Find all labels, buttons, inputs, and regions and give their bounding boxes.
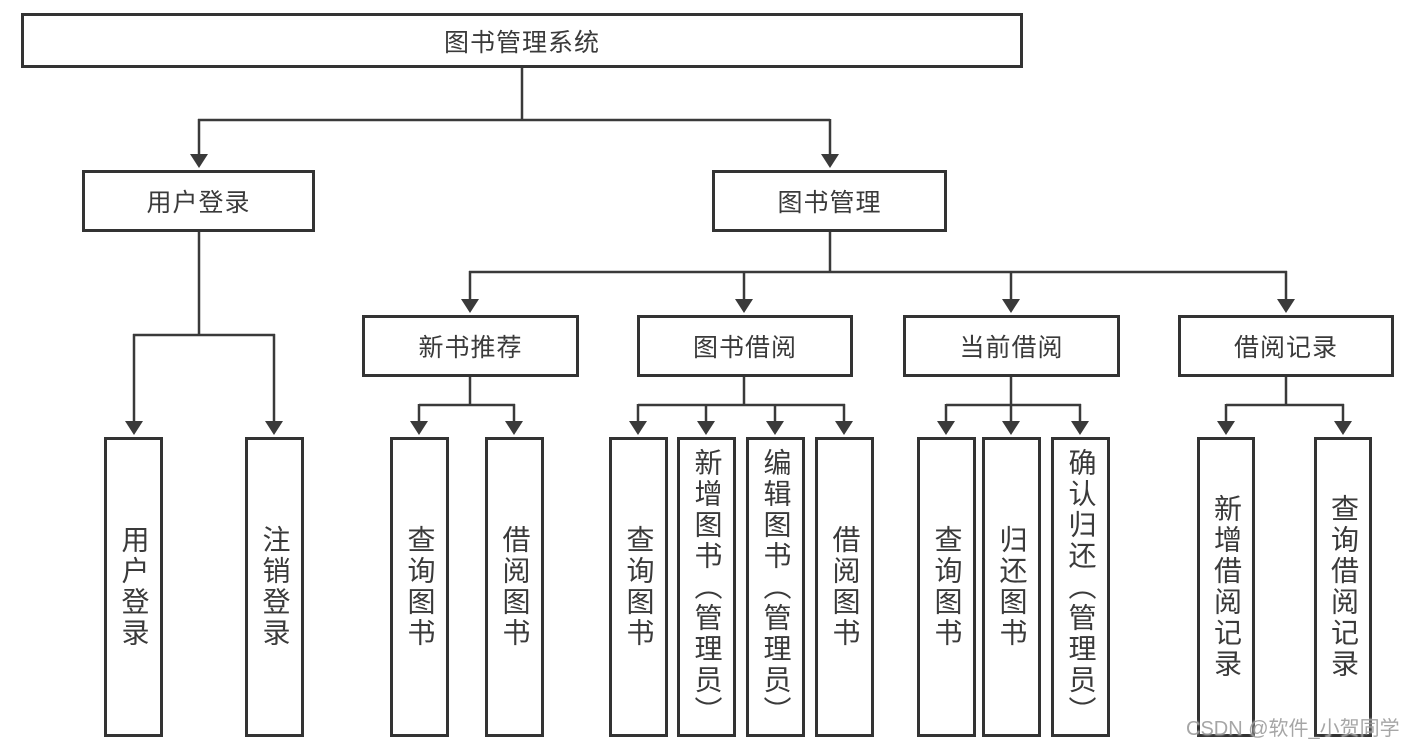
node-label: 用户登录 [118, 525, 150, 649]
leaf-query-books-1: 查询图书 [390, 437, 449, 737]
node-library-management-system: 图书管理系统 [21, 13, 1023, 68]
node-label: 图书借阅 [692, 334, 797, 362]
connector-root-to-level2 [190, 66, 839, 168]
leaf-logout: 注销登录 [245, 437, 304, 737]
node-label: 查询图书 [404, 525, 436, 649]
leaf-user-login: 用户登录 [104, 437, 163, 737]
leaf-query-books-2: 查询图书 [609, 437, 668, 737]
leaf-query-borrow-record: 查询借阅记录 [1314, 437, 1372, 737]
node-label: 借阅记录 [1233, 334, 1338, 362]
node-label: 新增借阅记录 [1211, 494, 1242, 680]
node-label: 图书管理 [777, 189, 882, 217]
node-label: 借阅图书 [499, 525, 531, 649]
node-label: 归还图书 [996, 525, 1028, 649]
connector-user-login-children [125, 230, 283, 435]
csdn-watermark: CSDN @软件_小贺同学 [1186, 718, 1400, 740]
leaf-add-books-admin: 新增图书（管理员） [677, 437, 736, 737]
leaf-borrow-books-2: 借阅图书 [815, 437, 874, 737]
connector-current-borrowing-children [937, 375, 1089, 435]
node-label: 查询借阅记录 [1328, 494, 1359, 680]
leaf-return-books: 归还图书 [982, 437, 1041, 737]
node-new-book-recommendation: 新书推荐 [362, 315, 579, 377]
leaf-query-books-3: 查询图书 [917, 437, 976, 737]
node-label: 查询图书 [623, 525, 655, 649]
connector-book-borrowing-children [629, 375, 853, 435]
connector-new-books-children [410, 375, 523, 435]
leaf-add-borrow-record: 新增借阅记录 [1197, 437, 1255, 737]
node-user-login: 用户登录 [82, 170, 315, 232]
node-book-borrowing: 图书借阅 [637, 315, 853, 377]
node-book-management: 图书管理 [712, 170, 947, 232]
node-label: 当前借阅 [959, 334, 1064, 362]
node-current-borrowing: 当前借阅 [903, 315, 1120, 377]
node-label: 新增图书（管理员） [691, 447, 723, 727]
leaf-borrow-books-1: 借阅图书 [485, 437, 544, 737]
node-label: 新书推荐 [418, 334, 523, 362]
leaf-edit-books-admin: 编辑图书（管理员） [746, 437, 805, 737]
node-label: 图书管理系统 [443, 28, 600, 57]
node-label: 查询图书 [931, 525, 963, 649]
node-label: 注销登录 [259, 525, 291, 649]
node-label: 借阅图书 [829, 525, 861, 649]
node-label: 编辑图书（管理员） [760, 447, 792, 727]
node-borrowing-records: 借阅记录 [1178, 315, 1394, 377]
connector-book-management-children [461, 230, 1295, 313]
leaf-confirm-return-admin: 确认归还（管理员） [1051, 437, 1110, 737]
node-label: 用户登录 [146, 189, 251, 217]
node-label: 确认归还（管理员） [1065, 447, 1097, 727]
connector-borrowing-records-children [1217, 375, 1352, 435]
